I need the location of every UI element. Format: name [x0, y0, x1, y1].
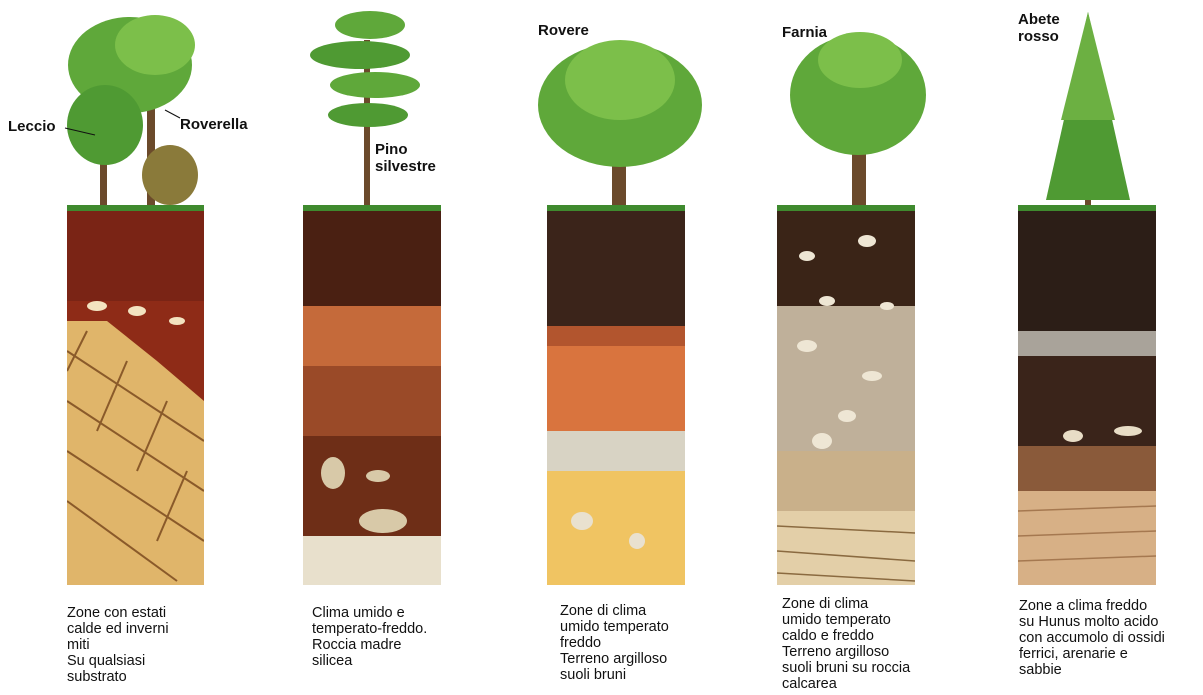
tree-illustration-abete-rosso	[980, 0, 1203, 215]
profile-pino-silvestre: Pino silvestre Clima umido e temperato-f…	[240, 0, 470, 695]
tree-illustration-pino-silvestre	[240, 0, 470, 215]
tree-label-pino-silvestre: Pino silvestre	[375, 141, 436, 175]
caption-1: Zone con estati calde ed inverni miti Su…	[67, 605, 169, 685]
caption-3: Zone di clima umido temperato freddo Ter…	[560, 603, 669, 683]
tree-label-leccio: Leccio	[8, 118, 56, 135]
profile-rovere: Rovere Zone di clima umido temperato fre…	[470, 0, 730, 695]
soil-profile-2	[303, 205, 441, 585]
tree-illustration-rovere	[470, 0, 730, 215]
tree-illustration-leccio-roverella	[0, 0, 240, 215]
profile-abete-rosso: Abete rosso Zone a clima freddo su Hunus…	[980, 0, 1203, 695]
caption-2: Clima umido e temperato-freddo. Roccia m…	[312, 605, 427, 669]
caption-5: Zone a clima freddo su Hunus molto acido…	[1019, 598, 1165, 678]
soil-profile-1	[67, 205, 204, 585]
profile-leccio-roverella: Leccio Roverella Zone con estati calde e…	[0, 0, 240, 695]
tree-label-rovere: Rovere	[538, 22, 589, 39]
tree-label-abete-rosso: Abete rosso	[1018, 11, 1060, 45]
tree-illustration-farnia	[730, 0, 980, 215]
tree-label-farnia: Farnia	[782, 24, 827, 41]
soil-profile-5	[1018, 205, 1156, 585]
soil-profile-4	[777, 205, 915, 585]
caption-4: Zone di clima umido temperato caldo e fr…	[782, 596, 910, 692]
soil-profile-3	[547, 205, 685, 585]
tree-label-roverella: Roverella	[180, 116, 248, 133]
profile-farnia: Farnia Zone di clima umido temperato cal…	[730, 0, 980, 695]
